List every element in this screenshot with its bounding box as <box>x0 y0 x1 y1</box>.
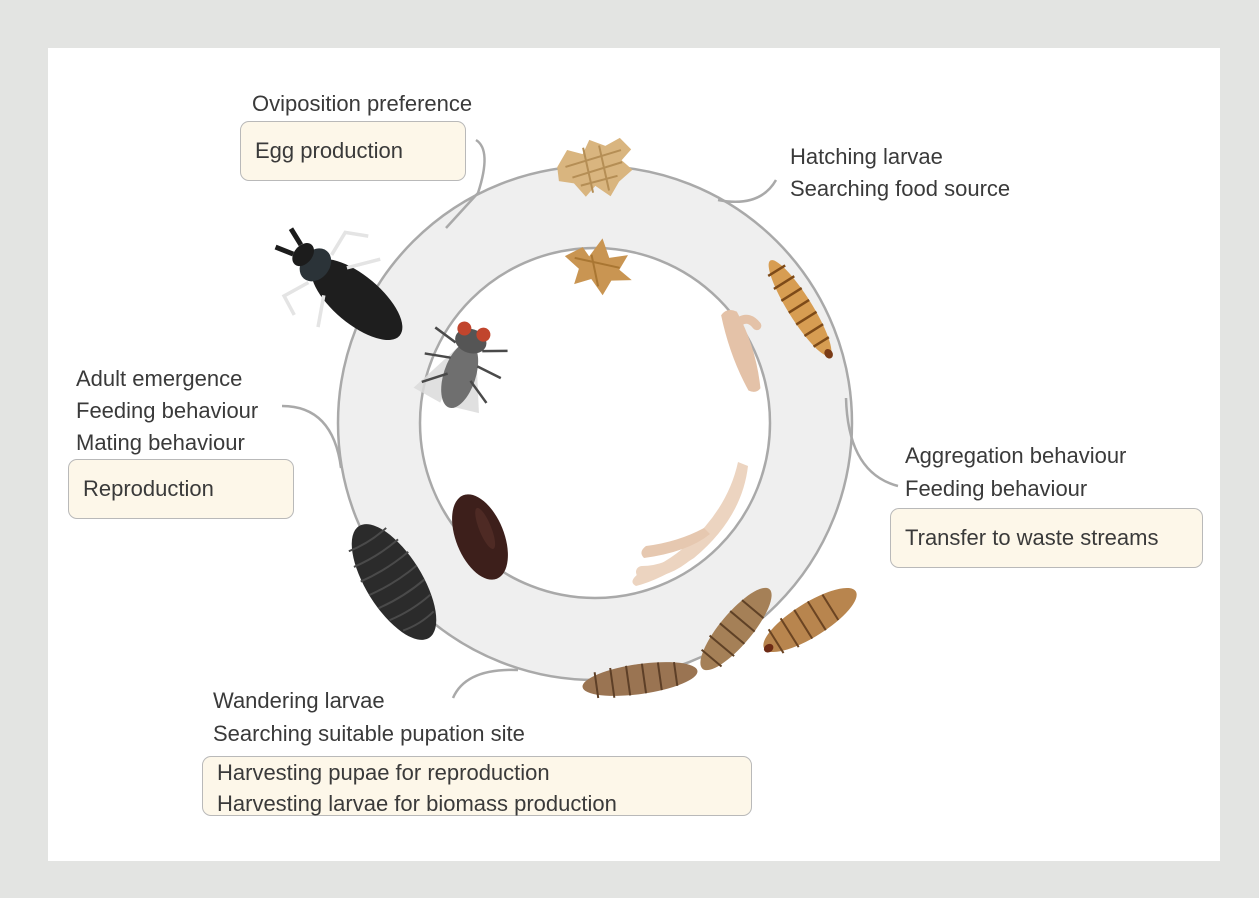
box-harvesting-larvae-text: Harvesting larvae for biomass production <box>217 791 617 816</box>
prepupa-3 <box>763 587 857 654</box>
inner-ring-outline <box>418 246 772 600</box>
egg-cluster-outer <box>557 137 633 197</box>
box-harvesting: Harvesting pupae for reproduction Harves… <box>202 756 752 816</box>
box-egg-production: Egg production <box>240 121 466 181</box>
connector-hatching <box>717 179 778 204</box>
egg-cluster-inner <box>564 238 632 296</box>
life-cycle-diagram <box>274 137 899 699</box>
prepupa-1 <box>582 661 698 699</box>
larva-small-outer <box>767 260 833 359</box>
connector-adult <box>281 404 343 469</box>
label-oviposition-preference: Oviposition preference <box>252 91 473 116</box>
label-searching-food-source: Searching food source <box>790 176 1011 201</box>
pupa-black <box>348 524 437 640</box>
diagram-card: Oviposition preference Egg production Ha… <box>48 48 1220 861</box>
box-reproduction: Reproduction <box>68 459 294 519</box>
box-transfer-to-waste-streams: Transfer to waste streams <box>890 508 1203 568</box>
box-egg-production-text: Egg production <box>255 138 403 163</box>
label-mating-behaviour: Mating behaviour <box>76 430 245 455</box>
prepupa-2 <box>700 587 772 671</box>
label-adult-feeding-behaviour: Feeding behaviour <box>76 398 259 423</box>
larva-small-inner <box>721 309 762 392</box>
label-adult-emergence: Adult emergence <box>76 366 243 391</box>
label-aggregation-feeding-behaviour: Feeding behaviour <box>905 476 1088 501</box>
pupa-brown <box>452 494 508 580</box>
box-transfer-text: Transfer to waste streams <box>905 525 1159 550</box>
label-aggregation-behaviour: Aggregation behaviour <box>905 443 1127 468</box>
connector-oviposition <box>445 138 486 229</box>
label-searching-pupation-site: Searching suitable pupation site <box>213 721 525 746</box>
box-harvesting-pupae-text: Harvesting pupae for reproduction <box>217 760 550 785</box>
larva-large-inner <box>632 462 748 586</box>
connector-aggregation <box>844 397 899 488</box>
label-wandering-larvae: Wandering larvae <box>213 688 385 713</box>
adult-fly-black <box>274 227 403 340</box>
connector-wandering <box>451 668 519 699</box>
label-hatching-larvae: Hatching larvae <box>790 144 943 169</box>
box-reproduction-text: Reproduction <box>83 476 214 501</box>
adult-fly-house <box>413 321 508 414</box>
